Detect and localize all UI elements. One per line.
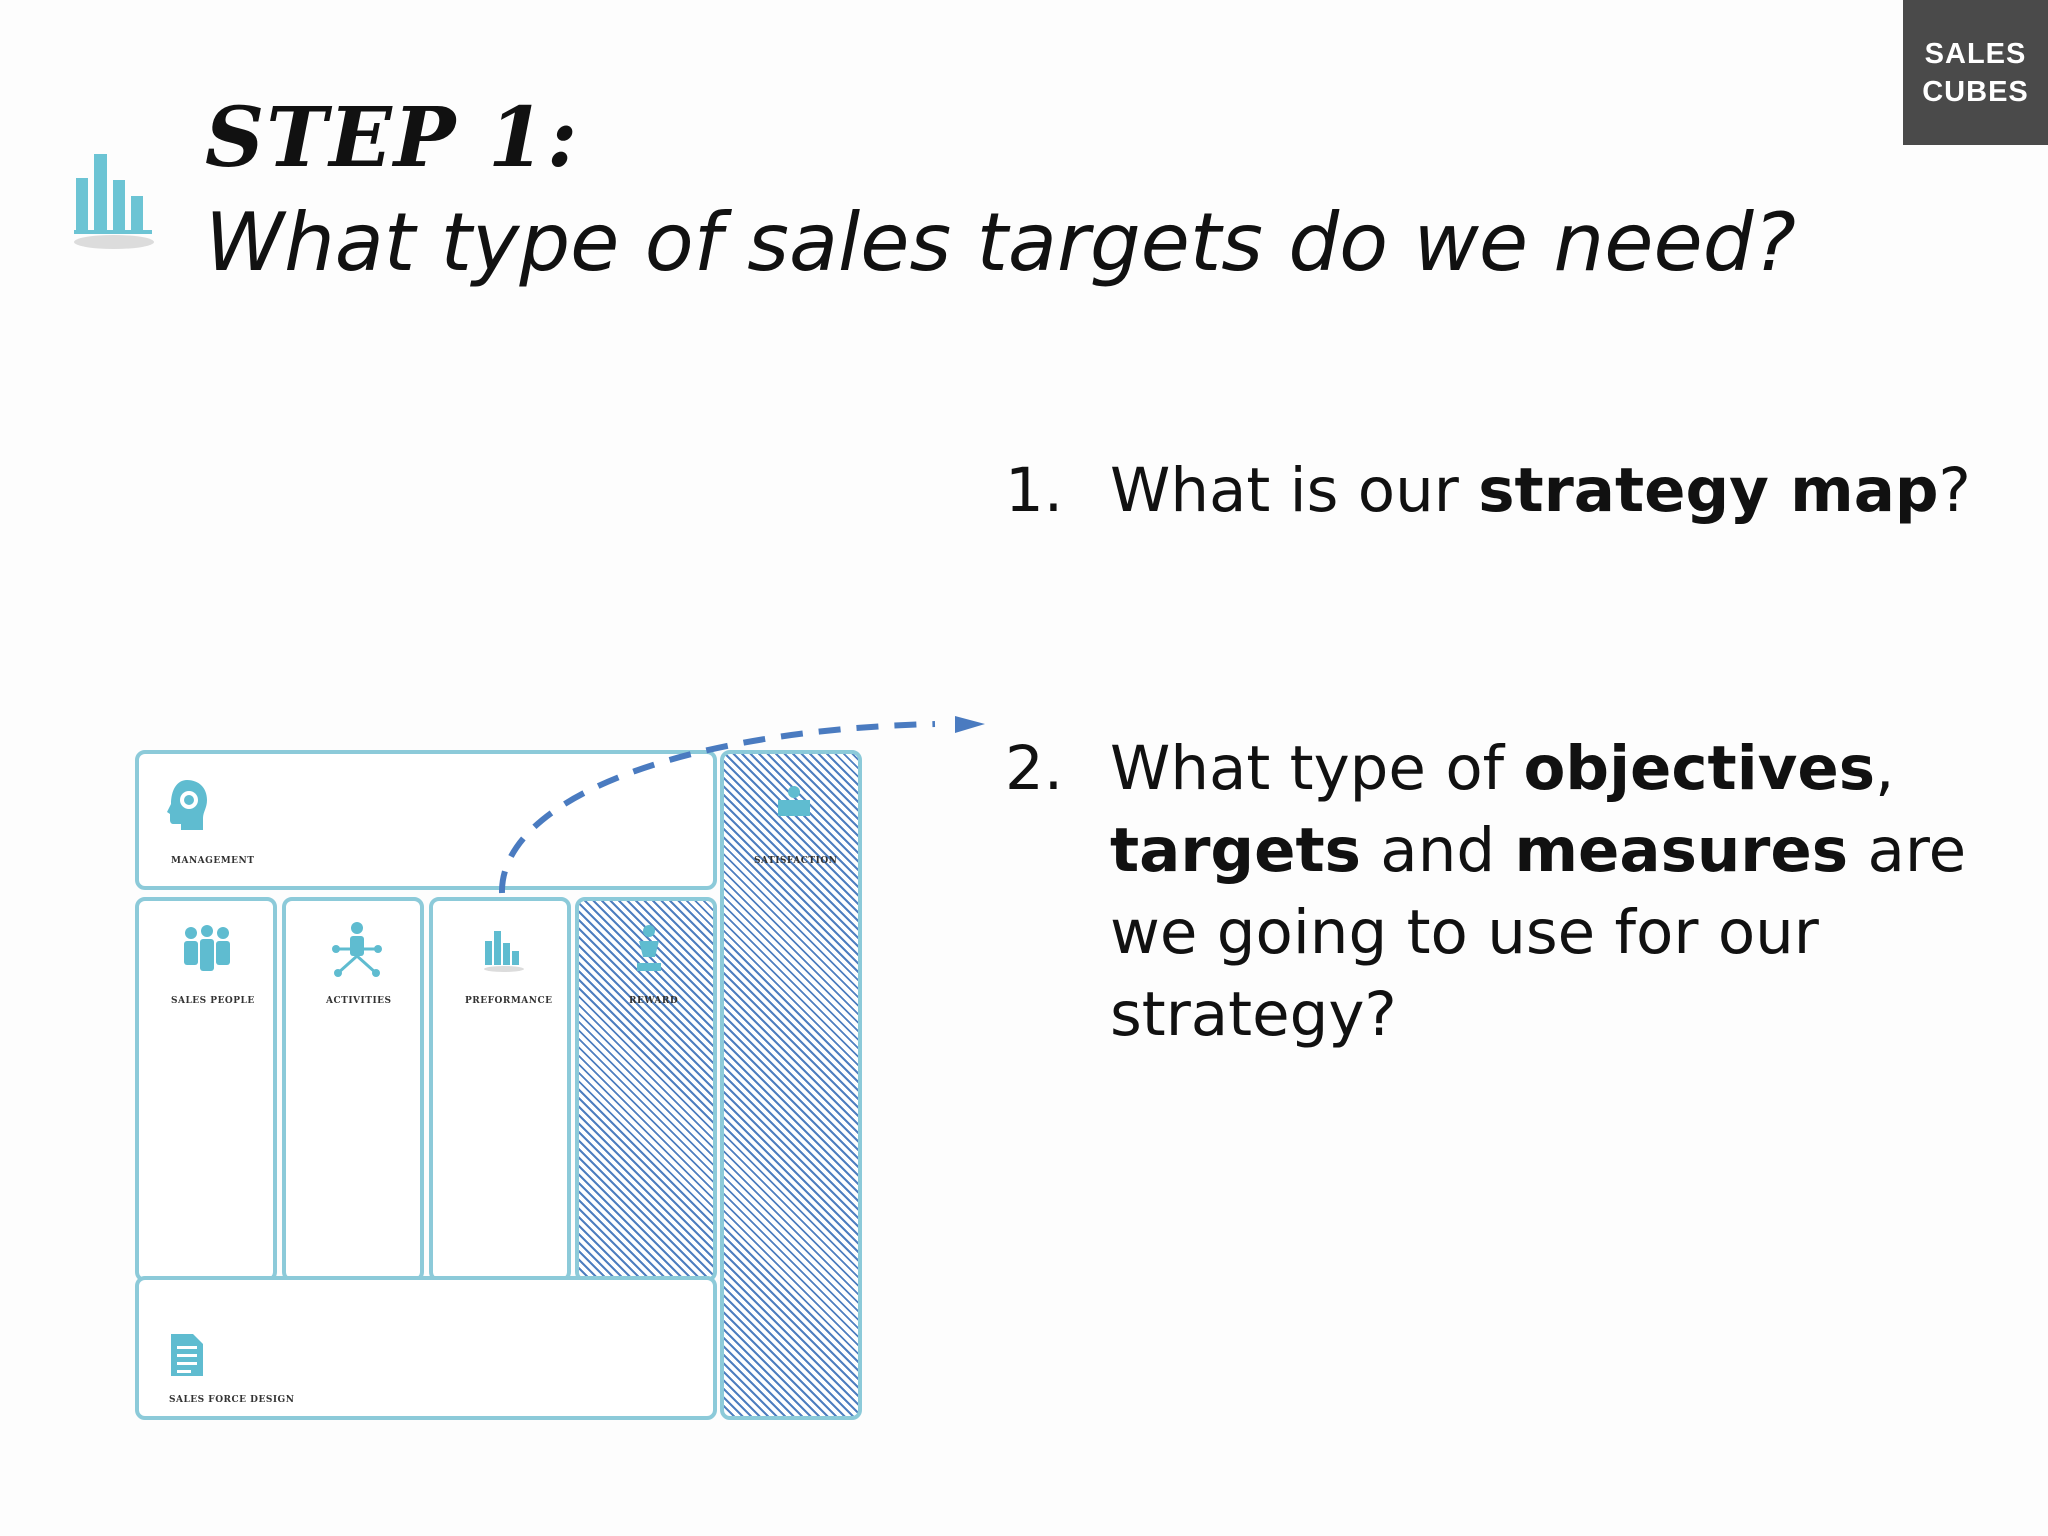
question-2-bold-targets: targets bbox=[1110, 815, 1361, 886]
trophy-icon bbox=[637, 925, 661, 971]
head-gear-icon bbox=[167, 780, 207, 830]
question-2-bold-objectives: objectives bbox=[1523, 733, 1876, 804]
document-icon bbox=[171, 1334, 203, 1376]
people-group-icon bbox=[184, 925, 230, 971]
panel-label-reward: REWARD bbox=[629, 996, 679, 1006]
question-2-text-a: What type of bbox=[1110, 733, 1524, 804]
panel-reward: REWARD bbox=[575, 897, 717, 1282]
panel-label-management: MANAGEMENT bbox=[171, 856, 255, 866]
panel-sales-people: SALES PEOPLE bbox=[135, 897, 277, 1282]
panel-sales-force-design: SALES FORCE DESIGN bbox=[135, 1276, 717, 1420]
panel-label-activities: ACTIVITIES bbox=[326, 996, 392, 1006]
panel-label-satisfaction: SATISFACTION bbox=[754, 856, 838, 866]
logo-line-1: SALES bbox=[1924, 37, 2027, 70]
panel-label-sales-force-design: SALES FORCE DESIGN bbox=[169, 1395, 295, 1405]
panel-management: MANAGEMENT bbox=[135, 750, 717, 890]
question-1-text-b: ? bbox=[1938, 455, 1971, 526]
question-2-text-d: are we going to use for our strategy? bbox=[1110, 815, 1967, 1050]
question-2-bold-measures: measures bbox=[1514, 815, 1849, 886]
podium-icon bbox=[778, 786, 810, 816]
slide-subtitle: What type of sales targets do we need? bbox=[205, 196, 1796, 289]
bar-chart-icon bbox=[484, 931, 524, 972]
sales-cubes-logo: SALES CUBES bbox=[1903, 0, 2048, 145]
question-2-number: 2. bbox=[1005, 733, 1064, 804]
panel-label-sales-people: SALES PEOPLE bbox=[171, 996, 255, 1006]
logo-line-2: CUBES bbox=[1922, 75, 2029, 108]
question-1-bold-strategy-map: strategy map bbox=[1478, 455, 1939, 526]
question-1-number: 1. bbox=[1005, 455, 1064, 526]
bar-chart-icon bbox=[74, 154, 154, 249]
question-2-text-b: , bbox=[1875, 733, 1895, 804]
panel-satisfaction: SATISFACTION bbox=[720, 750, 862, 1420]
panel-label-performance: PREFORMANCE bbox=[465, 996, 553, 1006]
question-1-text-a: What is our bbox=[1110, 455, 1479, 526]
step-title: STEP 1: bbox=[205, 90, 580, 186]
sales-canvas-diagram: MANAGEMENT SATISFACTION SALES PEOPLE bbox=[130, 745, 870, 1425]
panel-performance: PREFORMANCE bbox=[429, 897, 571, 1282]
question-2-text-c: and bbox=[1360, 815, 1515, 886]
person-network-icon bbox=[332, 922, 382, 977]
